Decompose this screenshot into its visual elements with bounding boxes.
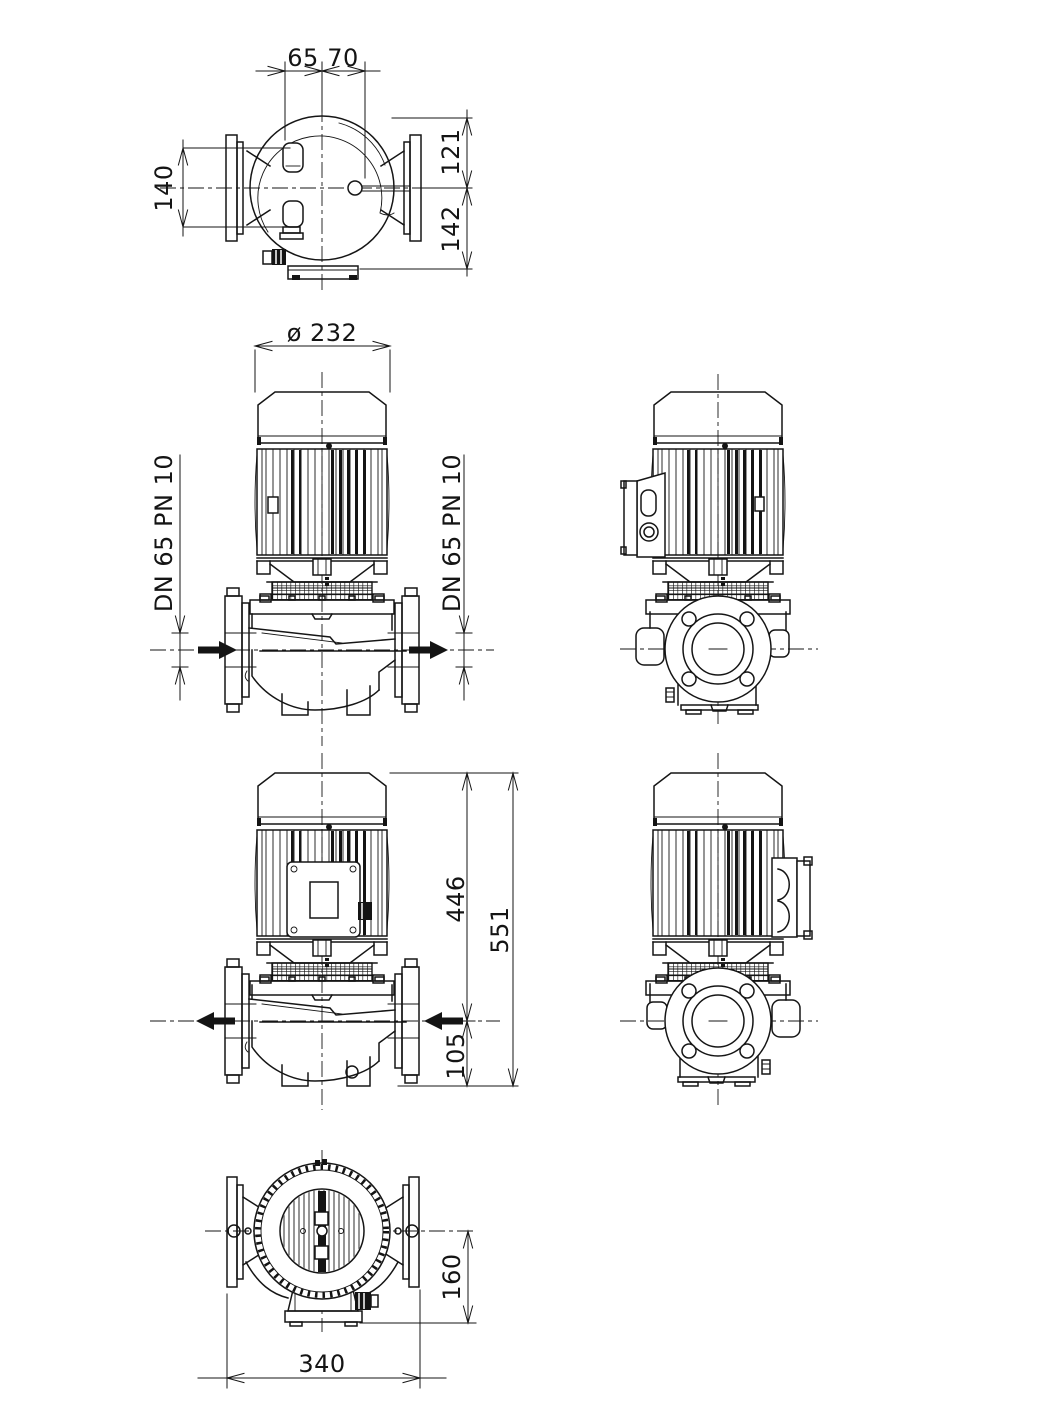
dim-label-140: 140 xyxy=(150,164,178,211)
dim-label-551: 551 xyxy=(486,906,514,953)
dim-label-121: 121 xyxy=(437,128,465,175)
dim-label-142: 142 xyxy=(437,205,465,252)
drain-plug xyxy=(345,1065,359,1079)
dim-label-65: 65 xyxy=(287,44,319,72)
flow-out-arrow xyxy=(196,1012,235,1030)
dim-label-446: 446 xyxy=(442,875,470,922)
view-side-lower xyxy=(620,753,818,1108)
cable-gland-icon xyxy=(355,1292,379,1310)
dim-label-160: 160 xyxy=(438,1253,466,1300)
dim-label-70: 70 xyxy=(327,44,359,72)
flow-in-arrow xyxy=(198,641,237,659)
gauge-tap xyxy=(347,180,363,196)
view-side-upper xyxy=(620,374,818,724)
view-rear-elevation: 446 551 105 xyxy=(150,753,519,1110)
cable-gland-icon xyxy=(262,249,286,265)
motor-clip xyxy=(267,496,279,514)
terminal-box-icon xyxy=(771,856,813,940)
flow-in-arrow xyxy=(424,1012,463,1030)
pipe-plug-lower xyxy=(282,200,304,228)
view-top-volute: 65 70 140 121 142 xyxy=(150,44,473,292)
dim-label-340: 340 xyxy=(298,1350,345,1378)
terminal-box-icon xyxy=(620,472,666,558)
dim-label-105: 105 xyxy=(442,1032,470,1079)
motor-clip xyxy=(754,496,765,512)
dim-label-dn-left: DN 65 PN 10 xyxy=(150,454,178,612)
view-plan-motor: 160 340 xyxy=(197,1150,477,1389)
pipe-plug-upper xyxy=(282,142,304,173)
view-front-elevation: ø 232 DN 65 PN 10 DN 65 PN 10 xyxy=(150,319,494,746)
dim-label-dn-right: DN 65 PN 10 xyxy=(438,454,466,612)
dim-label-diameter-232: ø 232 xyxy=(287,319,358,347)
fan-guard-plate xyxy=(286,861,372,938)
flow-out-arrow xyxy=(409,641,448,659)
